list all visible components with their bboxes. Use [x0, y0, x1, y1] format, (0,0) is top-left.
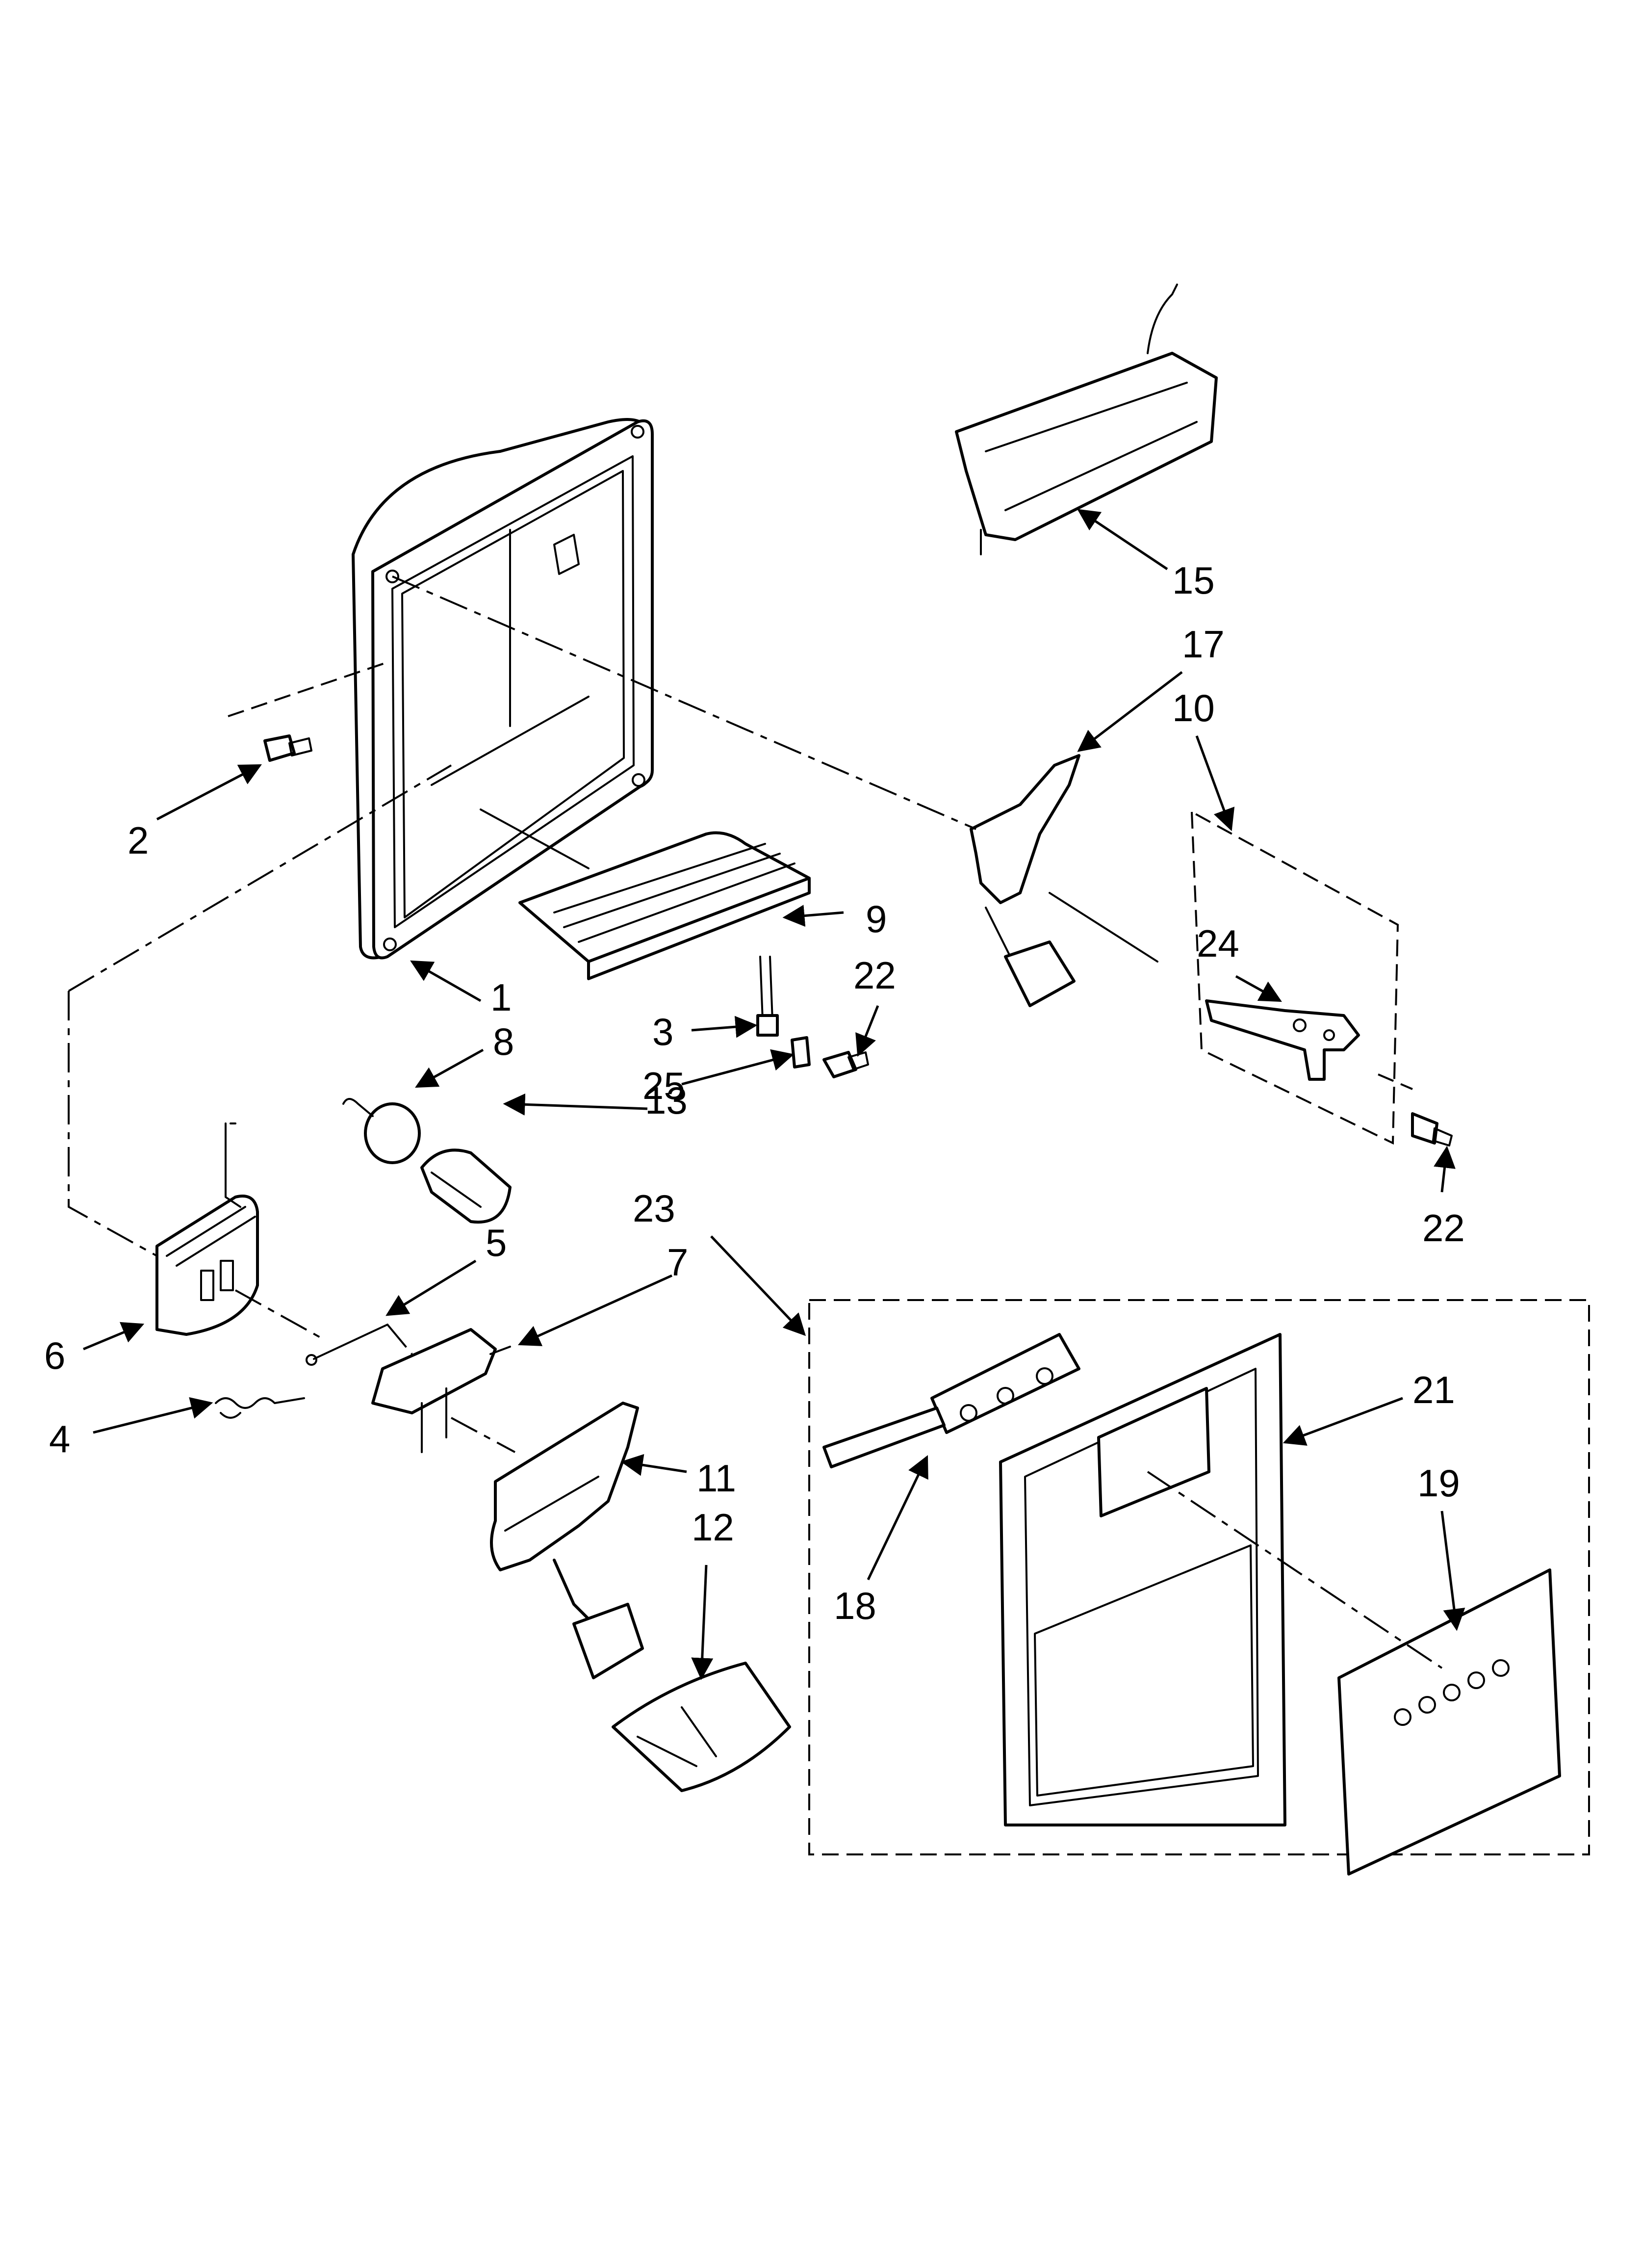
callout-22-lower: 22 — [1422, 1206, 1465, 1250]
dispenser-housing — [352, 418, 654, 960]
actuator-7 — [371, 1328, 511, 1453]
callout-21: 21 — [1412, 1368, 1455, 1411]
callout-23: 23 — [633, 1187, 675, 1230]
callout-1: 1 — [490, 976, 512, 1019]
pin-5 — [306, 1324, 388, 1366]
callout-6: 6 — [44, 1334, 65, 1377]
callout-11: 11 — [696, 1457, 736, 1500]
callout-3: 3 — [652, 1010, 673, 1053]
cover-13 — [420, 1148, 512, 1224]
screw-22-right — [1411, 1112, 1453, 1147]
callout-5: 5 — [486, 1221, 507, 1264]
circuit-board-18 — [822, 1333, 1080, 1468]
group-box-10 — [1190, 810, 1399, 1145]
callout-8: 8 — [493, 1020, 514, 1063]
callout-18: 18 — [834, 1584, 876, 1627]
drip-tray — [518, 831, 811, 980]
callout-19: 19 — [1417, 1461, 1460, 1505]
callout-15: 15 — [1172, 559, 1215, 602]
spring-4 — [215, 1397, 305, 1419]
callout-2: 2 — [128, 819, 149, 862]
plate-25 — [791, 1036, 811, 1069]
group-box-23 — [808, 1299, 1590, 1855]
callout-22-upper: 22 — [853, 954, 896, 997]
callout-10: 10 — [1172, 686, 1215, 730]
front-panel-21 — [999, 1333, 1286, 1826]
solenoid-8 — [342, 1098, 421, 1164]
ice-lever-11 — [490, 1402, 644, 1679]
water-lever-17 — [970, 754, 1080, 1007]
callout-24: 24 — [1197, 922, 1239, 965]
switch-3 — [756, 956, 779, 1037]
callout-4: 4 — [49, 1417, 70, 1460]
callout-9: 9 — [866, 897, 887, 940]
callout-13: 13 — [645, 1079, 688, 1122]
control-box-15 — [955, 284, 1218, 555]
callout-7: 7 — [667, 1241, 688, 1284]
callout-12: 12 — [692, 1506, 734, 1549]
screw-2 — [263, 734, 312, 762]
callout-labels: 1 2 3 4 5 6 7 8 9 10 11 12 13 15 17 18 1… — [44, 559, 1465, 1627]
chute-12 — [612, 1662, 791, 1792]
screw-22-left — [822, 1051, 869, 1078]
connection-lines — [68, 575, 1443, 1669]
leader-arrows — [83, 509, 1465, 1680]
callout-17: 17 — [1182, 623, 1225, 666]
module-6 — [155, 1122, 259, 1336]
overlay-19 — [1337, 1568, 1561, 1876]
callout-25: 25 — [642, 1064, 685, 1107]
lever-24 — [1205, 999, 1360, 1081]
